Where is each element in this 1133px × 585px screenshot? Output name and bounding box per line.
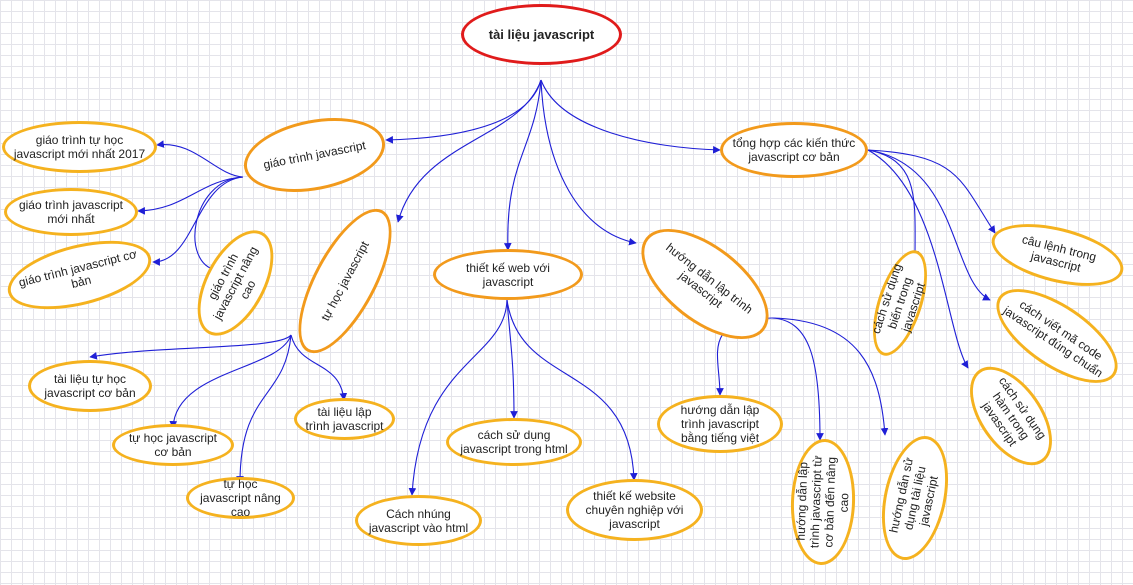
edge-tong-hop-c4 — [867, 149, 969, 369]
edge-tong-hop-c2 — [867, 149, 996, 234]
node-tai-lieu-tu-hoc[interactable]: tài liệu tự học javascript cơ bản — [28, 360, 152, 412]
node-thiet-ke-chuyen-nghiep-label: thiết kế website chuyên nghiệp với javas… — [585, 489, 684, 531]
edge-root-thiet-ke — [503, 79, 542, 251]
node-cach-su-dung-html[interactable]: cách sử dụng javascript trong html — [446, 418, 582, 466]
edge-root-huong-dan — [540, 79, 637, 246]
node-giao-trinh-moi-nhat-label: giáo trình javascript mới nhất — [18, 198, 124, 226]
edge-tu-hoc-c2 — [169, 334, 292, 429]
edge-root-giao-trinh — [385, 79, 542, 144]
node-huong-dan-tieng-viet-label: hướng dẫn lập trình javascript bằng tiến… — [680, 403, 760, 445]
node-tai-lieu-lap-trinh[interactable]: tài liệu lập trình javascript — [294, 398, 395, 440]
node-cach-nhung-label: Cách nhúng javascript vào html — [368, 506, 469, 535]
edge-giao-trinh-c2 — [137, 176, 244, 215]
node-tu-hoc-nang-cao-label: tự học javascript nâng cao — [200, 477, 281, 519]
edge-giao-trinh-c1 — [156, 140, 244, 178]
node-tai-lieu-tu-hoc-label: tài liệu tự học javascript cơ bản — [44, 372, 136, 400]
edge-tu-hoc-c4 — [290, 334, 348, 401]
edge-root-tong-hop — [540, 79, 721, 154]
edge-thiet-ke-c3 — [506, 299, 638, 481]
branch-thiet-ke-web-label: thiết kế web với javascript — [466, 260, 550, 289]
node-tu-hoc-co-ban-label: tự học javascript cơ bản — [128, 431, 218, 459]
root-label: tài liệu javascript — [488, 26, 595, 42]
node-cach-nhung[interactable]: Cách nhúng javascript vào html — [355, 495, 482, 546]
node-huong-dan-co-ban-nang-cao-label: hướng dẫn lập trình javascript từ cơ bản… — [793, 455, 852, 549]
node-thiet-ke-chuyen-nghiep[interactable]: thiết kế website chuyên nghiệp với javas… — [566, 479, 703, 541]
edge-tu-hoc-c1 — [89, 334, 292, 360]
branch-thiet-ke-web[interactable]: thiết kế web với javascript — [433, 249, 583, 300]
node-giao-trinh-2017-label: giáo trình tự học javascript mới nhất 20… — [13, 133, 146, 161]
edge-tong-hop-c3 — [867, 149, 991, 301]
node-tai-lieu-lap-trinh-label: tài liệu lập trình javascript — [305, 405, 384, 433]
edge-giao-trinh-c4 — [194, 176, 244, 273]
node-huong-dan-tieng-viet[interactable]: hướng dẫn lập trình javascript bằng tiến… — [657, 395, 783, 453]
node-giao-trinh-moi-nhat[interactable]: giáo trình javascript mới nhất — [4, 188, 138, 236]
edge-giao-trinh-c3 — [152, 176, 244, 266]
node-giao-trinh-2017[interactable]: giáo trình tự học javascript mới nhất 20… — [2, 121, 157, 173]
root-node[interactable]: tài liệu javascript — [461, 4, 622, 65]
edge-thiet-ke-c1 — [408, 299, 508, 496]
edge-tu-hoc-c3 — [236, 334, 292, 484]
node-tu-hoc-nang-cao[interactable]: tự học javascript nâng cao — [186, 477, 295, 519]
edge-root-tu-hoc — [396, 79, 542, 223]
edge-huong-dan-c2 — [771, 317, 824, 441]
branch-giao-trinh-label: giáo trình javascript — [262, 138, 367, 172]
node-tu-hoc-co-ban[interactable]: tự học javascript cơ bản — [112, 424, 234, 466]
branch-tong-hop-label: tổng hợp các kiến thức javascript cơ bản — [732, 136, 856, 164]
node-huong-dan-co-ban-nang-cao[interactable]: hướng dẫn lập trình javascript từ cơ bản… — [788, 437, 858, 567]
node-cach-su-dung-html-label: cách sử dụng javascript trong html — [460, 428, 568, 456]
edge-tong-hop-c1 — [867, 149, 919, 259]
branch-tong-hop[interactable]: tổng hợp các kiến thức javascript cơ bản — [720, 122, 868, 178]
edge-thiet-ke-c2 — [506, 299, 518, 419]
edge-huong-dan-c3 — [771, 317, 889, 436]
